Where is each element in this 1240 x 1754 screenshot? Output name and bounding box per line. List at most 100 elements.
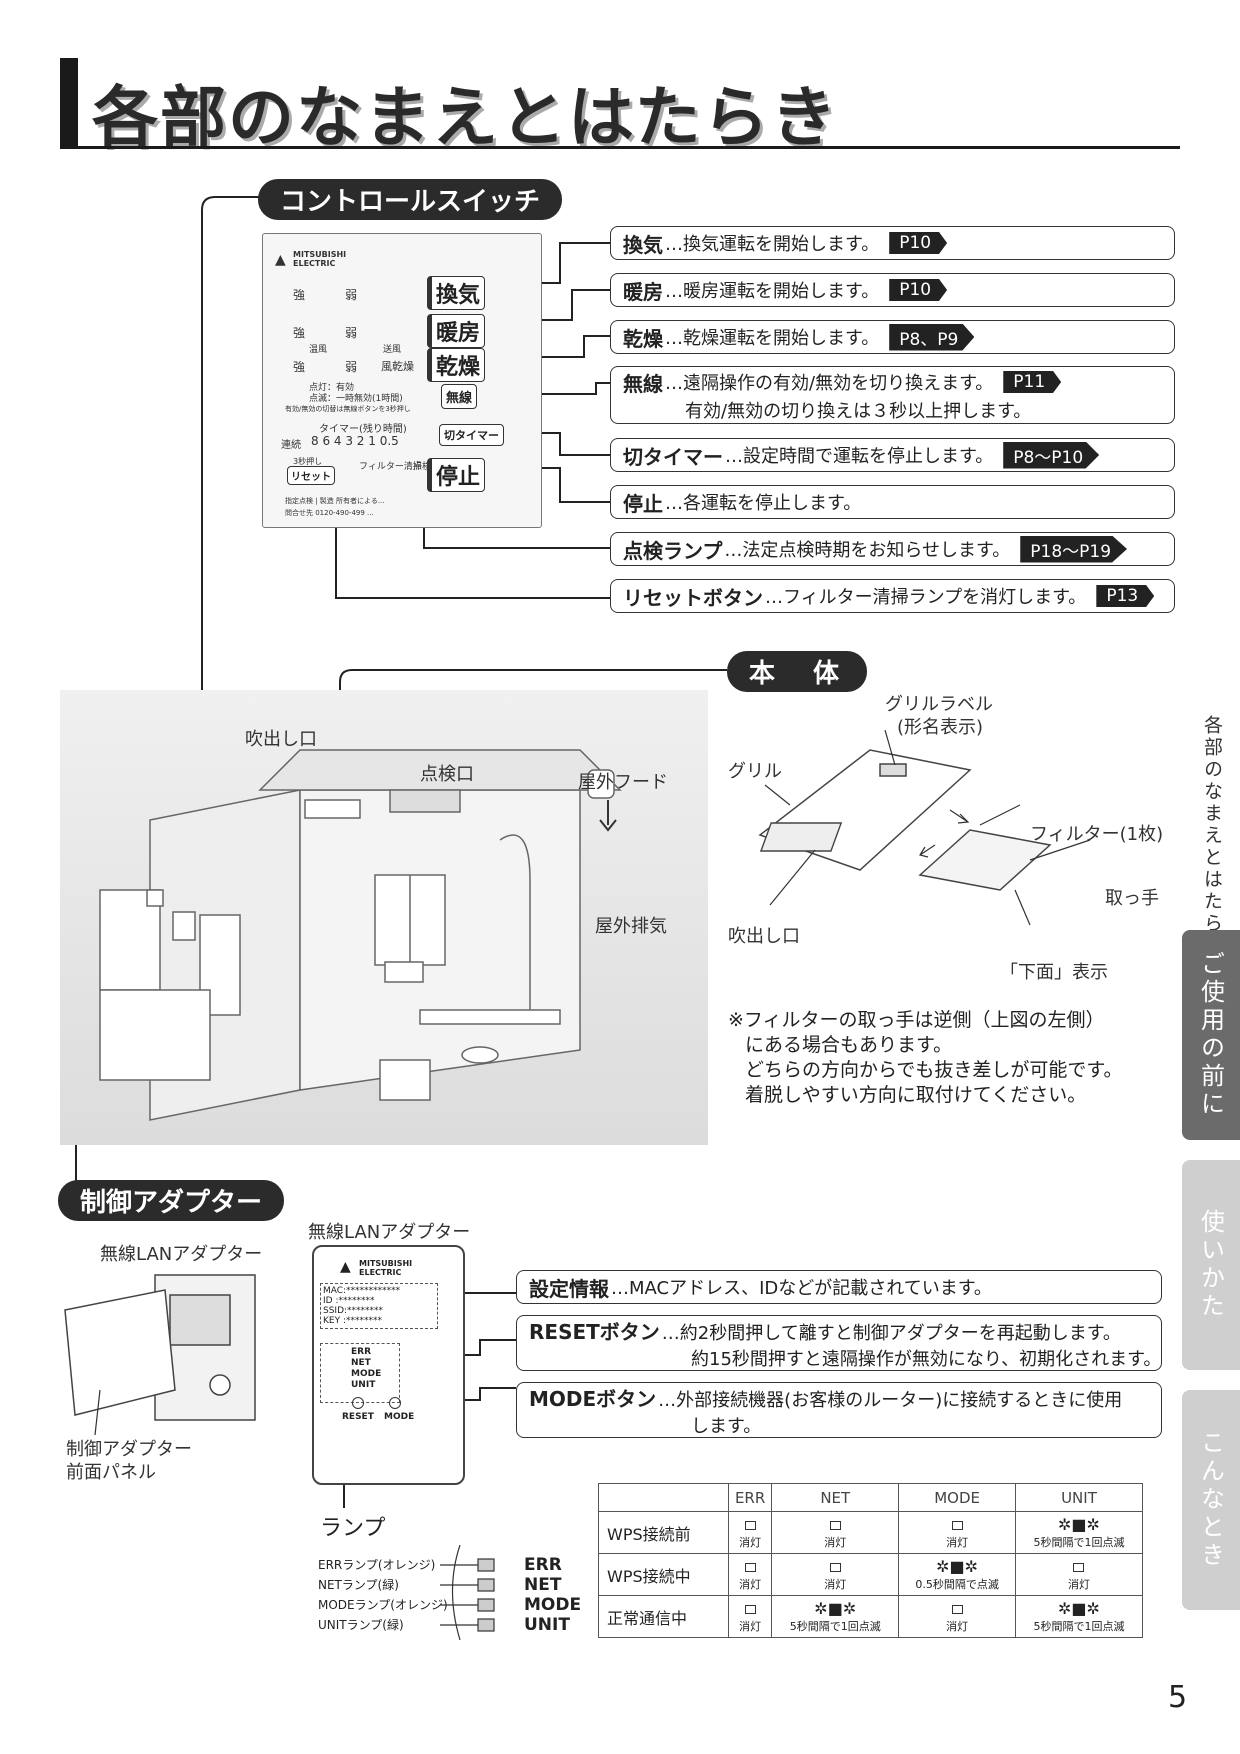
- cell-text: 消灯: [1067, 1577, 1090, 1591]
- cell-text: 5秒間隔で1回点滅: [1033, 1620, 1125, 1633]
- lamp-off-icon: [744, 1604, 756, 1614]
- vent-button[interactable]: 換気: [427, 276, 486, 310]
- adapter-mode-button[interactable]: [389, 1397, 401, 1409]
- label-lamp: ランプ: [320, 1516, 386, 1541]
- table-header: [598, 1483, 729, 1512]
- info-id: ID :********: [323, 1296, 375, 1306]
- table-cell: 消灯: [727, 1595, 773, 1638]
- callout-desc: …遠隔操作の有効/無効を切り換えます。: [665, 373, 994, 394]
- table-cell: 消灯: [771, 1511, 900, 1554]
- adapter-info-box: MAC:************ ID :******** SSID:*****…: [320, 1283, 438, 1329]
- callout-name: MODEボタン: [529, 1386, 657, 1411]
- legend-name-unit: UNIT: [524, 1615, 570, 1635]
- callout-desc: …各運転を停止します。: [665, 493, 862, 514]
- filter-note-2: にある場合もあります。: [745, 1034, 953, 1056]
- cell-text: 消灯: [739, 1577, 762, 1591]
- panel-fine-print-2: 問合せ先 0120-490-499 ...: [285, 509, 374, 517]
- page-ref: P8、P9: [889, 323, 975, 351]
- heating-button[interactable]: 暖房: [427, 314, 486, 348]
- label-air-dry: 風乾燥: [381, 360, 414, 373]
- cell-text: 5秒間隔で1回点滅: [1033, 1536, 1125, 1549]
- legend-name-net: NET: [524, 1575, 562, 1595]
- callout-desc: …換気運転を開始します。: [665, 234, 880, 255]
- lamp-legend-names: ERR NET MODE UNIT: [524, 1555, 581, 1635]
- label-continuous: 連続: [281, 440, 301, 451]
- legend-net: NETランプ(緑): [318, 1578, 399, 1592]
- adapter-brand: MITSUBISHI ELECTRIC: [359, 1259, 413, 1277]
- callout-desc-2: します。: [691, 1415, 762, 1437]
- callout-wireless: 無線…遠隔操作の有効/無効を切り換えます。P11 有効/無効の切り換えは３秒以上…: [610, 366, 1175, 424]
- callout-heating: 暖房…暖房運転を開始します。P10: [610, 273, 1175, 307]
- label-light-on: 点灯：有効: [309, 383, 355, 393]
- legend-err: ERRランプ(オレンジ): [318, 1558, 436, 1572]
- adapter-front-drawing: [64, 1274, 256, 1436]
- label-wlan-adapter-2: 無線LANアダプター: [308, 1222, 471, 1243]
- cell-text: 5秒間隔で1回点滅: [789, 1620, 881, 1633]
- table-row: 正常通信中 消灯 ✲■✲5秒間隔で1回点滅 消灯 ✲■✲5秒間隔で1回点滅: [598, 1595, 1144, 1638]
- label-outdoor-exhaust: 屋外排気: [595, 916, 667, 937]
- adapter-reset-button[interactable]: [352, 1397, 364, 1409]
- grille-diagram: [758, 730, 1091, 926]
- callout-off-timer: 切タイマー…設定時間で運転を停止します。P8〜P10: [610, 438, 1175, 472]
- title-rule: [60, 146, 1180, 149]
- label-wireless-note: 有効/無効の切替は無線ボタンを3秒押し: [285, 405, 411, 413]
- lamp-blink-icon: ✲■✲: [1058, 1515, 1100, 1534]
- filter-note-4: 着脱しやすい方向に取付けてください。: [745, 1084, 1087, 1106]
- label-inspection: 点検: [413, 462, 432, 472]
- info-key: KEY :********: [323, 1316, 382, 1326]
- callout-adapter-mode: MODEボタン…外部接続機器(お客様のルーター)に接続するときに使用 します。: [516, 1382, 1162, 1438]
- stop-button[interactable]: 停止: [427, 458, 486, 492]
- panel-brand: MITSUBISHI ELECTRIC: [293, 250, 347, 268]
- reset-button[interactable]: リセット: [287, 466, 335, 485]
- callout-name: RESETボタン: [529, 1319, 660, 1344]
- label-grille: グリル: [728, 761, 782, 782]
- callout-stop: 停止…各運転を停止します。: [610, 485, 1175, 519]
- label-weak-1: 弱: [345, 288, 358, 302]
- section-control-switch: コントロールスイッチ: [258, 179, 563, 220]
- label-strong-1: 強: [293, 288, 306, 302]
- filter-note-1: ※フィルターの取っ手は逆側（上図の左側）: [728, 1009, 1105, 1031]
- callout-desc: …暖房運転を開始します。: [665, 281, 880, 302]
- cell-text: 消灯: [739, 1619, 762, 1633]
- section-control-adapter: 制御アダプター: [58, 1180, 285, 1221]
- bathroom-illustration: 吹出し口 点検口 屋外フード 屋外排気: [60, 690, 708, 1145]
- callout-ventilation: 換気…換気運転を開始します。P10: [610, 226, 1175, 260]
- tab-how-to-use[interactable]: 使いかた: [1182, 1160, 1240, 1370]
- info-ssid: SSID:********: [323, 1306, 384, 1316]
- label-front-panel-1: 制御アダプター: [66, 1439, 192, 1460]
- label-air: 送風: [383, 345, 402, 355]
- table-cell: 消灯: [1014, 1553, 1144, 1596]
- info-mac: MAC:************: [323, 1286, 401, 1296]
- callout-name: 乾燥: [623, 326, 663, 351]
- label-inspection-port: 点検口: [420, 764, 474, 785]
- cell-text: 0.5秒間隔で点滅: [915, 1578, 999, 1591]
- page-ref: P13: [1096, 585, 1155, 607]
- callout-name: 設定情報: [529, 1276, 609, 1301]
- callout-name: リセットボタン: [623, 585, 763, 610]
- label-filter-clean: フィルター清掃: [359, 462, 422, 472]
- tab-troubleshoot[interactable]: こんなとき: [1182, 1390, 1240, 1610]
- table-header-row: ERR NET MODE UNIT: [598, 1483, 1144, 1512]
- label-weak-2: 弱: [345, 326, 358, 340]
- lamp-mode: MODE: [351, 1369, 382, 1379]
- row-label: 正常通信中: [598, 1595, 729, 1638]
- lamp-legend: ERRランプ(オレンジ) NETランプ(緑) MODEランプ(オレンジ) UNI…: [318, 1555, 448, 1635]
- title-bar: [60, 58, 78, 146]
- lamp-status-table: ERR NET MODE UNIT WPS接続前 消灯 消灯 消灯 ✲■✲5秒間…: [598, 1483, 1144, 1638]
- lamp-off-icon: [829, 1562, 841, 1572]
- label-strong-2: 強: [293, 326, 306, 340]
- drying-button[interactable]: 乾燥: [427, 348, 486, 382]
- callout-desc: …設定時間で運転を停止します。: [725, 446, 994, 467]
- table-row: WPS接続中 消灯 消灯 ✲■✲0.5秒間隔で点滅 消灯: [598, 1553, 1144, 1596]
- lamp-blink-icon: ✲■✲: [1058, 1599, 1100, 1618]
- lamp-legend-drawing: [440, 1545, 495, 1641]
- tab-before-use[interactable]: ご使用の前に: [1182, 930, 1240, 1140]
- wireless-button[interactable]: 無線: [441, 384, 478, 409]
- page-ref: P10: [889, 279, 948, 301]
- callout-name: 換気: [623, 232, 663, 257]
- page-ref: P8〜P10: [1003, 441, 1100, 469]
- table-cell: ✲■✲ 5秒間隔で1回点滅: [1014, 1511, 1144, 1554]
- off-timer-button[interactable]: 切タイマー: [439, 424, 504, 446]
- label-filter: フィルター(1枚): [1030, 824, 1164, 845]
- table-cell: ✲■✲5秒間隔で1回点滅: [771, 1595, 900, 1638]
